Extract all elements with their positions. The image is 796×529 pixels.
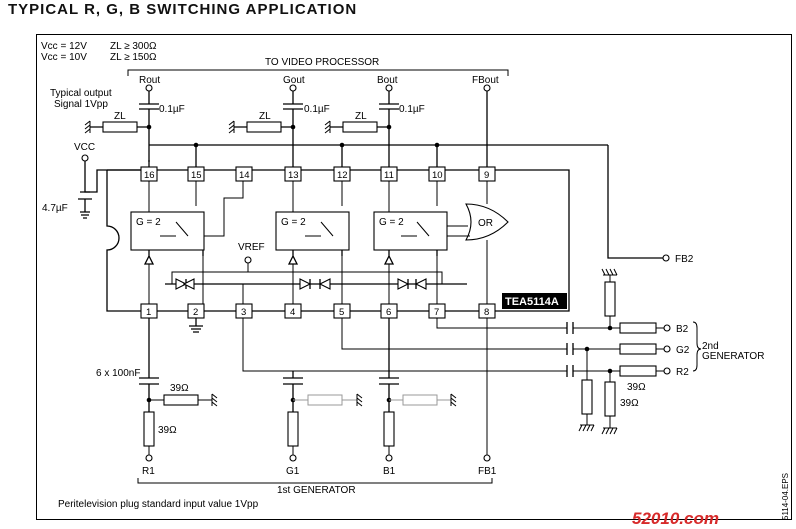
zl-r-label: ZL	[114, 111, 126, 122]
top-bus-label: TO VIDEO PROCESSOR	[265, 57, 379, 68]
output-g-chain: 0.1µF ZL	[228, 84, 330, 170]
pin-2: 2	[193, 307, 198, 318]
first-gen-label: 1st GENERATOR	[277, 485, 356, 496]
second-generator-network: B2 G2 R2 2nd GENERATOR 39Ω 39Ω	[242, 268, 764, 435]
top-pins: 16 15 14 13 12 11 10 9	[140, 166, 496, 182]
amp-b: G = 2	[373, 181, 448, 265]
pin-7: 7	[434, 307, 439, 318]
r1-series-label: 39Ω	[170, 383, 189, 394]
page-title: TYPICAL R, G, B SWITCHING APPLICATION	[8, 1, 358, 18]
supply-line1: Vcc = 12V	[41, 41, 87, 52]
typical-output-line2: Signal 1Vpp	[54, 99, 108, 110]
footnote: Peritelevision plug standard input value…	[58, 499, 259, 510]
fb2-label: FB2	[675, 254, 694, 265]
top-bus-bracket: TO VIDEO PROCESSOR	[127, 57, 509, 76]
pin-9: 9	[484, 170, 489, 181]
pin-12: 12	[337, 170, 348, 181]
chip-label: TEA5114A	[505, 296, 559, 308]
pin-6: 6	[386, 307, 391, 318]
zl-g-label: ZL	[259, 111, 271, 122]
input-b2: B2	[676, 324, 689, 335]
pin-5: 5	[339, 307, 344, 318]
vcc-network: VCC 4.7µF FB2	[42, 142, 694, 265]
chip-body: TEA5114A	[106, 169, 570, 312]
caps-in-label: 6 x 100nF	[96, 368, 140, 379]
vcc-label: VCC	[74, 142, 95, 153]
or-gate: OR	[447, 181, 509, 305]
output-fbout: FBout	[472, 75, 499, 86]
pin-1: 1	[146, 307, 151, 318]
input-b1: B1	[383, 466, 396, 477]
diode-bus	[148, 256, 467, 305]
typical-output-line1: Typical output	[50, 88, 112, 99]
vref-label: VREF	[238, 242, 265, 253]
r2-resistor-label: 39Ω	[627, 382, 646, 393]
pin-4: 4	[290, 307, 295, 318]
cap-vcc-label: 4.7µF	[42, 203, 68, 214]
supply-notes: Vcc = 12V Vcc = 10V ZL ≥ 300Ω ZL ≥ 150Ω …	[41, 41, 157, 110]
input-fb1: FB1	[478, 466, 497, 477]
zl-b-label: ZL	[355, 111, 367, 122]
output-fb-chain	[483, 84, 491, 170]
cap-b-label: 0.1µF	[399, 104, 425, 115]
second-gen-label-1: 2nd	[702, 341, 719, 352]
output-b-chain: 0.1µF ZL	[324, 84, 425, 170]
zl-condition-2: ZL ≥ 150Ω	[110, 52, 157, 63]
pin-16: 16	[144, 170, 155, 181]
zl-condition-1: ZL ≥ 300Ω	[110, 41, 157, 52]
figure-frame	[36, 34, 792, 520]
output-rout: Rout	[139, 75, 160, 86]
supply-line2: Vcc = 10V	[41, 52, 87, 63]
input-r1: R1	[142, 466, 155, 477]
or-label: OR	[478, 218, 493, 229]
cap-g-label: 0.1µF	[304, 104, 330, 115]
r1-shunt-label: 39Ω	[158, 425, 177, 436]
pin-14: 14	[239, 170, 250, 181]
pin-15: 15	[191, 170, 202, 181]
cap-r-label: 0.1µF	[159, 104, 185, 115]
pin-13: 13	[288, 170, 299, 181]
output-r-chain: 0.1µF ZL	[84, 84, 185, 170]
pin-10: 10	[432, 170, 443, 181]
watermark: 52010.com	[632, 509, 719, 528]
output-gout: Gout	[283, 75, 305, 86]
gain-r: G = 2	[136, 217, 161, 228]
amp-r: G = 2	[130, 181, 244, 265]
first-generator-network: 6 x 100nF 39Ω 39Ω R1 G1 B1 FB1 1st GENER…	[96, 318, 497, 496]
ground-resistor-label: 39Ω	[620, 398, 639, 409]
gain-g: G = 2	[281, 217, 306, 228]
side-reference: 5114-04.EPS	[781, 473, 790, 520]
bottom-pins: 1 2 3 4 5 6 7 8	[140, 303, 496, 333]
second-gen-label-2: GENERATOR	[702, 351, 764, 362]
gain-b: G = 2	[379, 217, 404, 228]
amp-g: G = 2	[275, 181, 350, 265]
input-g2: G2	[676, 345, 690, 356]
pin-11: 11	[384, 170, 394, 181]
input-r2: R2	[676, 367, 689, 378]
pin-8: 8	[484, 307, 489, 318]
output-bout: Bout	[377, 75, 398, 86]
pin-3: 3	[241, 307, 246, 318]
input-g1: G1	[286, 466, 300, 477]
vref-node: VREF	[238, 242, 265, 272]
